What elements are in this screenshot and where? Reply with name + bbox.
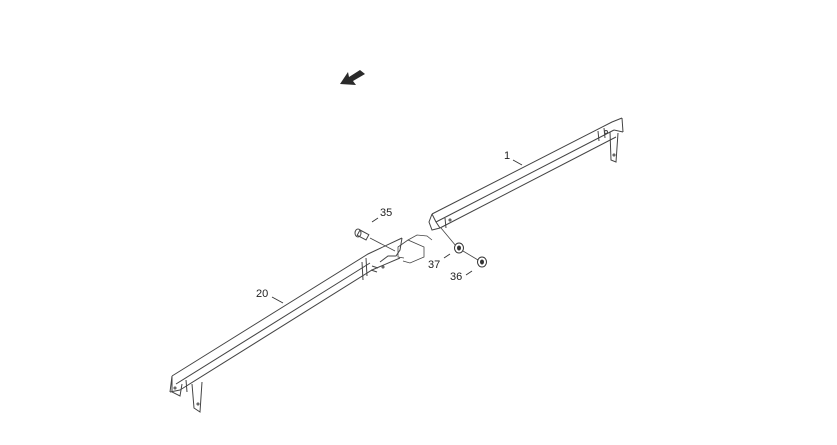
splice-guide-lines bbox=[398, 228, 478, 263]
callout-part-35: 35 bbox=[380, 207, 393, 219]
callout-part-20: 20 bbox=[256, 288, 269, 300]
callout-part-37: 37 bbox=[428, 259, 441, 271]
washer-part-37 bbox=[454, 242, 464, 254]
rail-part-1 bbox=[429, 118, 623, 230]
rail-part-20 bbox=[170, 238, 402, 412]
nut-part-36 bbox=[477, 256, 487, 268]
leader-lines bbox=[272, 160, 522, 303]
bolt-part-35 bbox=[354, 228, 395, 251]
callout-part-36: 36 bbox=[450, 271, 463, 283]
arrow-down-left-icon bbox=[340, 70, 365, 85]
callout-part-1: 1 bbox=[504, 150, 511, 162]
